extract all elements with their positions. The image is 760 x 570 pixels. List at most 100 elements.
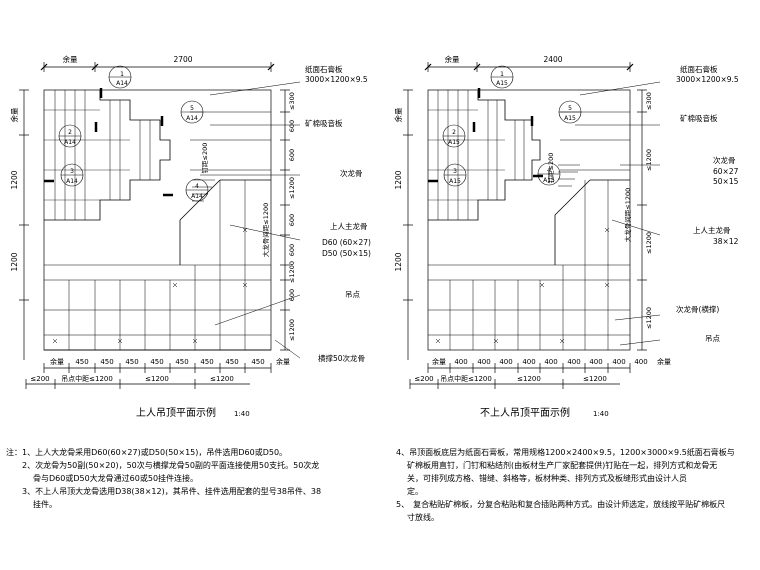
note-line: 注：1、上人大龙骨采用D60(60×27)或D50(50×15)，吊件选用D60…	[6, 448, 288, 457]
left-top-dim-1: 2700	[173, 55, 192, 64]
left-label-sub-keel: 次龙骨	[340, 168, 363, 178]
left-bottom-dim-8: 450	[251, 358, 264, 366]
right-label-main-spec: 38×12	[713, 237, 739, 246]
right-top-dim-0: 余量	[445, 54, 460, 64]
right-right-dim-2: ≤1200	[645, 232, 653, 254]
left-callout-4-ref: A14	[191, 193, 203, 200]
right-callout-2-num: 2	[452, 129, 456, 136]
left-callout-3-ref: A14	[66, 178, 78, 185]
note-line: 关，可排列成方格、错缝、斜格等，板材种类、排列方式及板缝形式由设计人员	[407, 474, 687, 483]
right-bottom-dim-2: 400	[477, 358, 490, 366]
right-bottom-dim-8: 400	[612, 358, 625, 366]
right-callout-4-ref: A15	[543, 177, 555, 184]
left-callout-5-ref: A14	[186, 115, 198, 122]
left-bottom-dim-6: 450	[200, 358, 213, 366]
left-callout-4-num: 4	[195, 183, 199, 190]
right-top-dim-1: 2400	[543, 55, 562, 64]
right-label-gypsum-size: 3000×1200×9.5	[676, 75, 739, 84]
right-bottom-dim-1: 400	[454, 358, 467, 366]
right-hanger-spacing: 钉距≤200	[546, 153, 555, 184]
right-callout-5-num: 5	[568, 105, 572, 112]
right-bottom-dim-3: 400	[499, 358, 512, 366]
left-bottom-dim-9: 余量	[276, 357, 290, 366]
left-right-dim-5: 600	[288, 244, 296, 256]
left-bottom-dim-2: 450	[100, 358, 113, 366]
left-callouts	[58, 65, 209, 202]
left-label-main-keel: 上人主龙骨	[330, 221, 368, 231]
right-label-sub-keel: 次龙骨	[713, 155, 736, 165]
left-right-dim-4: 600	[288, 214, 296, 226]
notes-left: 注：1、上人大龙骨采用D60(60×27)或D50(50×15)，吊件选用D60…	[6, 446, 384, 511]
right-bottom-dim-6: 400	[567, 358, 580, 366]
left-label-hanger: 吊点	[345, 290, 360, 299]
note-line: 骨与D60或D50大龙骨通过60或50挂件连接。	[33, 474, 199, 483]
right-scale: 1:40	[593, 410, 609, 418]
right-bottom-dim-5: 400	[544, 358, 557, 366]
right-label-gypsum: 纸面石膏板	[680, 64, 718, 74]
left-bottom2-1: 吊点中距≤1200	[61, 374, 113, 383]
right-callout-4-num: 4	[547, 167, 551, 174]
left-bottom-dim-7: 450	[225, 358, 238, 366]
note-line: 5、 复合粘贴矿棉板，分复合粘贴和复合插贴两种方式。由设计师选定，放线按平贴矿棉…	[396, 500, 726, 509]
left-bottom-dim-3: 450	[125, 358, 138, 366]
right-spacing-vertical: 大龙骨间距≤1200	[623, 188, 632, 243]
left-callout-2-num: 2	[68, 129, 72, 136]
right-right-dim-1: ≤1200	[645, 149, 653, 171]
left-callout-1-ref: A14	[116, 80, 128, 87]
note-line: 挂件。	[33, 500, 57, 509]
right-bottom-dim-10: 余量	[657, 357, 671, 366]
right-bottom2-0: ≤200	[414, 375, 433, 383]
note-line: 寸放线。	[407, 513, 439, 522]
right-callout-1-num: 1	[500, 71, 504, 78]
left-right-dim-8: ≤1200	[288, 319, 296, 341]
right-callout-3-ref: A15	[449, 178, 461, 185]
note-line: 4、吊顶面板底层为纸面石膏板，常用规格1200×2400×9.5，1200×30…	[396, 448, 735, 457]
left-callout-1-num: 1	[120, 71, 124, 78]
left-scale: 1:40	[234, 410, 250, 418]
right-right-dim-3: ≤1200	[645, 307, 653, 329]
left-left-dim-2: 1200	[10, 252, 19, 271]
note-line: 3、不上人吊顶大龙骨选用D38(38×12)，其吊件、挂件选用配套的型号38吊件…	[22, 487, 322, 496]
left-bottom-dim-5: 450	[175, 358, 188, 366]
right-bottom-dim-9: 400	[634, 358, 647, 366]
left-right-dim-2: 600	[288, 149, 296, 161]
right-callout-2-ref: A15	[448, 139, 460, 146]
right-right-dim-0: ≤300	[645, 92, 653, 110]
right-callout-5-ref: A15	[564, 115, 576, 122]
right-bottom-dim-4: 400	[522, 358, 535, 366]
right-plan	[403, 62, 661, 389]
left-label-main-spec2: D50 (50×15)	[322, 249, 371, 258]
left-right-dim-6: ≤1200	[288, 261, 296, 283]
left-right-dim-1: 600	[288, 120, 296, 132]
left-hanger-spacing: 钉距≤200	[200, 143, 209, 174]
note-line: 定。	[407, 487, 423, 496]
left-bottom-dim-4: 450	[150, 358, 163, 366]
left-label-brace: 横撑50次龙骨	[318, 353, 365, 363]
left-plan	[19, 62, 301, 389]
note-line: 2、次龙骨为50副(50×20)，50次与横撑龙骨50副的平面连接使用50支托。…	[22, 461, 320, 470]
right-bottom2-2: ≤1200	[517, 375, 541, 383]
left-right-dim-7: 600	[288, 289, 296, 301]
left-left-dim-0: 余量	[9, 107, 19, 122]
left-callout-5-num: 5	[190, 105, 194, 112]
right-left-dim-1: 1200	[394, 170, 403, 189]
left-left-dim-1: 1200	[10, 170, 19, 189]
right-bottom2-1: 吊点中距≤1200	[440, 374, 492, 383]
right-label-hanger: 吊点	[705, 334, 720, 343]
right-bottom-dim-7: 400	[589, 358, 602, 366]
right-callout-3-num: 3	[453, 168, 457, 175]
right-left-dim-0: 余量	[393, 107, 403, 122]
left-bottom2-3: ≤1200	[210, 375, 234, 383]
left-spacing-vertical: 大龙骨间距≤1200	[261, 203, 270, 258]
note-line: 矿棉板用直钉，门钉和粘结剂(由板材生产厂家配套提供)钉贴在一起，排列方式和龙骨无	[407, 461, 718, 470]
right-title: 不上人吊顶平面示例	[480, 406, 570, 419]
left-label-mineral: 矿棉吸音板	[305, 118, 343, 128]
left-bottom-dim-1: 450	[75, 358, 88, 366]
right-label-sub-spec2: 50×15	[713, 177, 739, 186]
right-label-main-keel: 上人主龙骨	[693, 225, 731, 235]
right-texts: 余量 2400 余量 1200 1200 1 A15 5 A15 2 A15 3…	[393, 54, 739, 419]
left-bottom2-0: ≤200	[30, 375, 49, 383]
left-bottom-dim-0: 余量	[50, 357, 64, 366]
right-left-dim-2: 1200	[394, 252, 403, 271]
left-callout-3-num: 3	[70, 168, 74, 175]
